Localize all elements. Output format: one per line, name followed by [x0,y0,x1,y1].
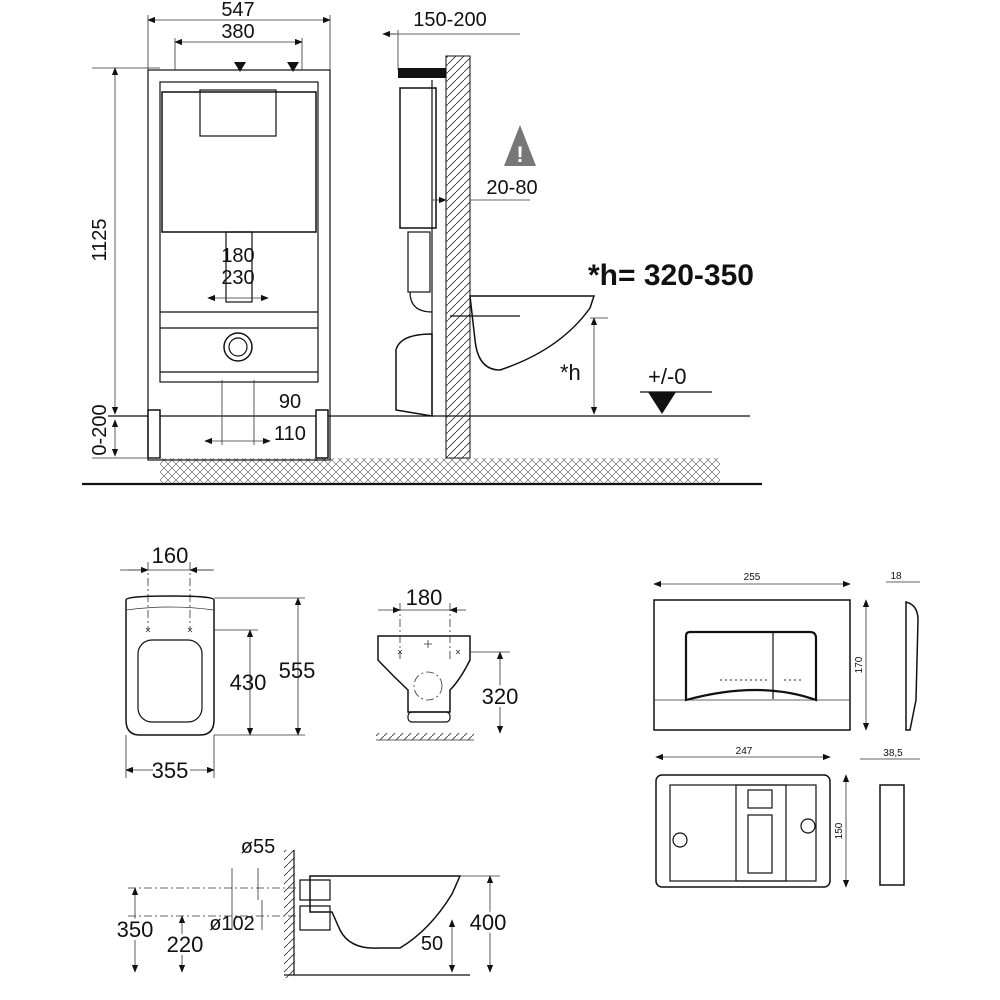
warning-icon [504,125,536,166]
dim-110: 110 [274,423,306,445]
dim-430: 430 [230,670,267,695]
wall [445,55,471,459]
dim-400: 400 [470,910,507,935]
svg-text:!: ! [516,142,523,167]
dim-150: 150 [834,822,845,839]
dim-230-drain: 230 [221,267,254,289]
dim-50: 50 [421,933,443,955]
dim-220: 220 [167,932,204,957]
dim-247: 247 [736,746,753,757]
dim-350: 350 [117,917,154,942]
frame-side-view: ! 150-200 20-80 *h= 320-350 *h +/-0 [382,9,754,459]
dim-170: 170 [854,656,865,673]
dim-1125: 1125 [89,218,111,261]
dim-555: 555 [279,658,316,683]
dim-180-drain: 180 [221,245,254,267]
dim-o102: ø102 [209,913,255,935]
dim-18: 18 [890,571,902,582]
plate-mounting-frame: 247 150 38,5 [655,746,920,888]
dim-0-200: 0-200 [89,404,111,455]
seat-height-label: *h= 320-350 [588,259,754,292]
h-marker: *h [560,360,581,385]
drain-outlet [223,332,253,362]
dim-90: 90 [279,391,301,413]
floor-screed [160,458,720,484]
frame-front-view: 547 380 1125 0-200 180 230 90 110 [82,0,762,486]
toilet-bowl-side [469,295,596,371]
bowl-back-view: 180 320 [376,585,521,741]
bowl-side-view: ø55 ø102 350 220 400 50 [114,836,509,978]
flush-button [684,630,818,702]
dim-380: 380 [221,21,254,43]
floor-level-label: +/-0 [648,364,687,389]
dim-255: 255 [744,572,761,583]
floor-level-icon [648,392,676,414]
cistern-side [399,87,437,229]
flush-plate-side [905,601,919,731]
dim-355: 355 [152,758,189,783]
dim-180-bowl: 180 [406,585,443,610]
cistern [161,91,317,233]
flush-plate-front: 255 170 18 [653,571,920,731]
dim-20-80: 20-80 [486,177,537,199]
dim-38-5: 38,5 [883,748,903,759]
dim-o55: ø55 [241,836,275,858]
plate-frame-side [879,784,905,886]
dim-320: 320 [482,684,519,709]
dim-150-200: 150-200 [413,9,486,31]
dim-160: 160 [152,543,189,568]
bowl-top-view: 160 430 555 355 [120,543,316,786]
dim-547: 547 [221,0,254,21]
